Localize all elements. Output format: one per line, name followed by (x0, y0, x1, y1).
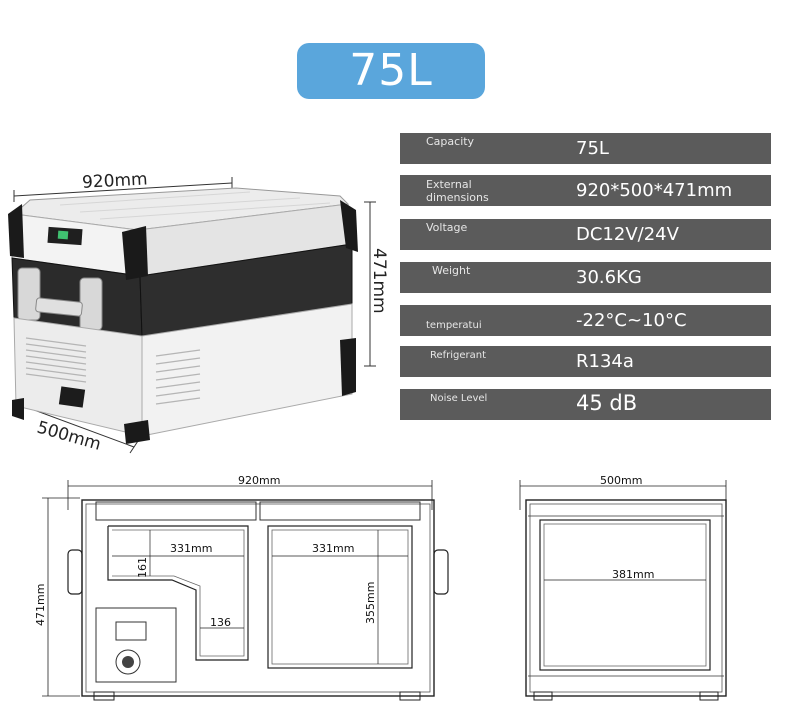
spec-value: DC12V/24V (576, 224, 679, 245)
fridge-illustration (8, 187, 358, 444)
front-view-drawing: 920mm 471mm 331mm 331mm 16 (34, 474, 449, 701)
step-width-label: 136 (210, 616, 231, 629)
width-dimension-line (13, 182, 233, 197)
spec-value: R134a (576, 351, 634, 372)
left-compartment-width-label: 331mm (170, 542, 212, 555)
width-label: 920mm (82, 169, 149, 192)
spec-row-noise: Noise Level 45 dB (400, 389, 771, 420)
spec-row-refrigerant: Refrigerant R134a (400, 346, 771, 377)
side-view-drawing: 500mm 381mm (519, 474, 727, 701)
product-photo: 920mm 471mm 500mm (8, 169, 389, 455)
spec-label: External dimensions (426, 178, 489, 204)
capacity-badge: 75L (297, 43, 485, 99)
spec-value: 920*500*471mm (576, 180, 733, 201)
spec-row-weight: Weight 30.6KG (400, 262, 771, 293)
spec-label: Weight (432, 264, 471, 277)
spec-row-capacity: Capacity 75L (400, 133, 771, 164)
side-inner-width-label: 381mm (612, 568, 654, 581)
spec-label: Voltage (426, 221, 468, 234)
spec-row-temperature: temperatui -22°C~10°C (400, 305, 771, 336)
spec-label: Capacity (426, 135, 475, 148)
spec-value: 45 dB (576, 391, 638, 415)
technical-drawings: 920mm 471mm 331mm 331mm 16 (34, 474, 727, 701)
spec-row-dimensions: External dimensions 920*500*471mm (400, 175, 771, 206)
side-width-label: 500mm (600, 474, 642, 487)
spec-value: 30.6KG (576, 267, 642, 288)
front-width-label: 920mm (238, 474, 280, 487)
spec-label: Refrigerant (430, 350, 487, 361)
height-label: 471mm (369, 248, 389, 314)
spec-row-voltage: Voltage DC12V/24V (400, 219, 771, 250)
spec-value: -22°C~10°C (576, 310, 687, 331)
front-height-label: 471mm (34, 584, 47, 626)
spec-value: 75L (576, 138, 609, 159)
compartment-depth-label: 355mm (364, 582, 377, 624)
spec-label: temperatui (426, 320, 482, 331)
step-height-label: 161 (136, 557, 149, 578)
right-compartment-width-label: 331mm (312, 542, 354, 555)
spec-label: Noise Level (430, 393, 488, 404)
